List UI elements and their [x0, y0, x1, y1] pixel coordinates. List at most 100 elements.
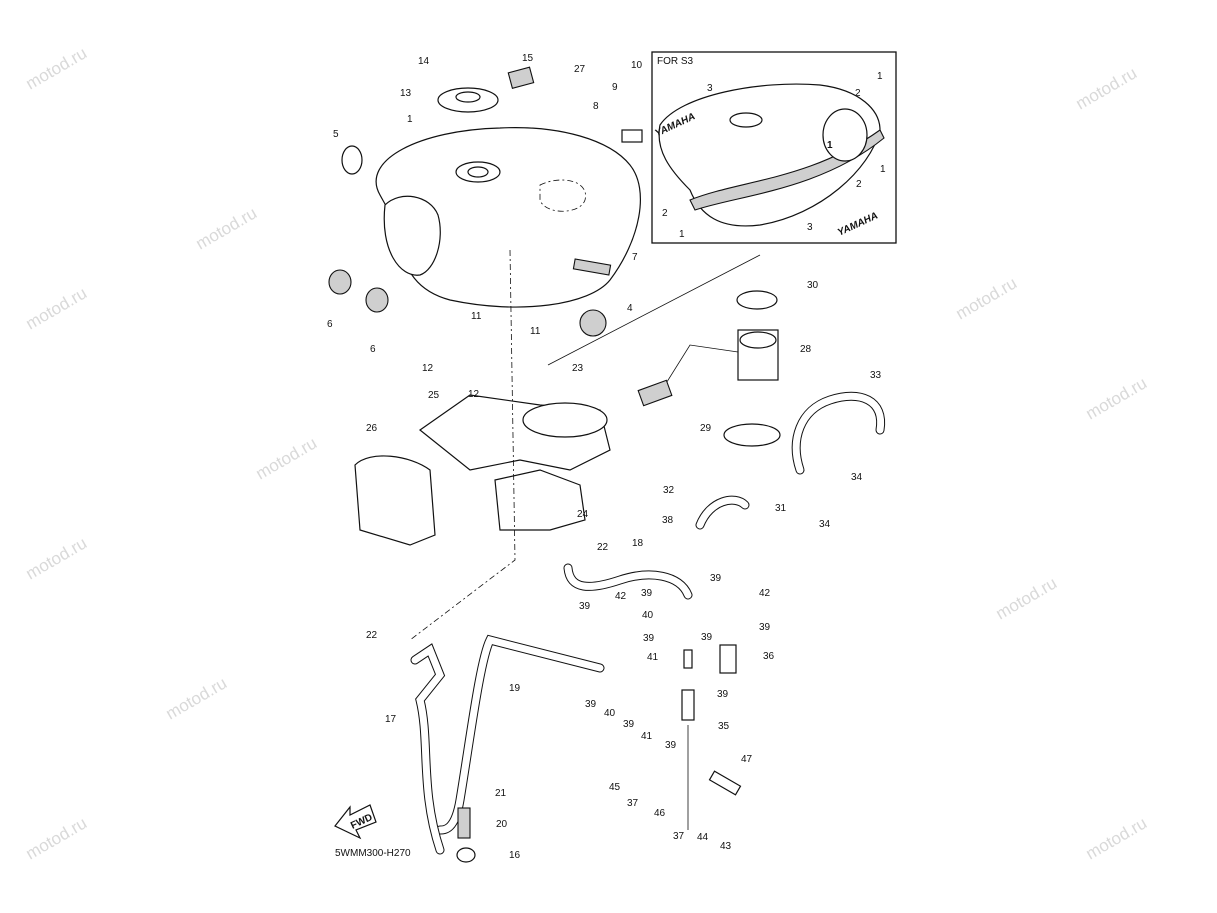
filter-20: [457, 807, 471, 839]
callout-33: 33: [870, 370, 882, 381]
callout-29: 29: [700, 423, 712, 434]
callout-39: 39: [665, 740, 677, 751]
callout-39: 39: [641, 588, 653, 599]
damper: [328, 269, 352, 295]
callout-7: 7: [632, 252, 638, 263]
callout-10: 10: [631, 60, 643, 71]
cap-plug: [341, 145, 363, 175]
drain-cover: [579, 309, 607, 337]
callout-23: 23: [572, 363, 584, 374]
hose-33: [791, 391, 886, 475]
callout-38: 38: [662, 515, 674, 526]
clamp-16: [456, 847, 476, 863]
callout-17: 17: [385, 714, 397, 725]
bolt-47: [708, 770, 742, 796]
callout-34: 34: [851, 472, 863, 483]
tank-gasket: [522, 402, 608, 438]
number-decal: 1: [827, 140, 833, 151]
inset-callout-3: 3: [807, 222, 813, 233]
callout-4: 4: [627, 303, 633, 314]
inset-callout-1: 1: [679, 229, 685, 240]
inset-callout-2: 2: [855, 88, 861, 99]
callout-39: 39: [710, 573, 722, 584]
callout-39: 39: [759, 622, 771, 633]
callout-47: 47: [741, 754, 753, 765]
bracket: [572, 258, 612, 276]
callout-25: 25: [428, 390, 440, 401]
callout-21: 21: [495, 788, 507, 799]
washer: [621, 129, 643, 143]
fuel-cap: [437, 87, 499, 113]
inset-frame: [651, 51, 897, 244]
callout-22: 22: [597, 542, 609, 553]
label-plate: [507, 66, 535, 89]
inset-callout-2: 2: [856, 179, 862, 190]
callout-11: 11: [530, 326, 541, 337]
callout-18: 18: [632, 538, 644, 549]
callout-39: 39: [643, 633, 655, 644]
callout-16: 16: [509, 850, 521, 861]
inset-title: FOR S3: [657, 56, 694, 67]
fuel-tank: [375, 127, 641, 308]
callout-26: 26: [366, 423, 378, 434]
callout-41: 41: [647, 652, 659, 663]
decal-yamaha-right: YAMAHA: [836, 210, 880, 238]
callout-15: 15: [522, 53, 534, 64]
callout-6: 6: [327, 319, 333, 330]
inset-callout-2: 2: [662, 208, 668, 219]
callout-12: 12: [468, 389, 480, 400]
callout-19: 19: [509, 683, 521, 694]
callout-39: 39: [585, 699, 597, 710]
callout-37: 37: [627, 798, 639, 809]
fuel-pump: [637, 290, 781, 447]
dash-line: [409, 249, 516, 641]
callout-31: 31: [775, 503, 787, 514]
heat-shield-lower: [494, 469, 586, 531]
callout-39: 39: [701, 632, 713, 643]
callout-9: 9: [612, 82, 618, 93]
pipe-41: [683, 649, 693, 669]
callout-6: 6: [370, 344, 376, 355]
callout-11: 11: [471, 311, 482, 322]
callout-24: 24: [577, 509, 589, 520]
callout-30: 30: [807, 280, 819, 291]
callout-36: 36: [763, 651, 775, 662]
hose-19: [435, 634, 605, 835]
damper: [365, 287, 389, 313]
callout-43: 43: [720, 841, 732, 852]
fwd-arrow-icon: [334, 804, 377, 840]
callout-35: 35: [718, 721, 730, 732]
callout-8: 8: [593, 101, 599, 112]
callout-46: 46: [654, 808, 666, 819]
inset-callout-3: 3: [707, 83, 713, 94]
joint-35: [681, 689, 695, 721]
inset-tank: [658, 83, 885, 227]
callout-34: 34: [819, 519, 831, 530]
fuel-filter-36: [719, 644, 737, 674]
callout-12: 12: [422, 363, 434, 374]
inset-callout-1: 1: [877, 71, 883, 82]
callout-27: 27: [574, 64, 586, 75]
callout-28: 28: [800, 344, 812, 355]
callout-41: 41: [641, 731, 653, 742]
callout-39: 39: [623, 719, 635, 730]
callout-32: 32: [663, 485, 675, 496]
callout-45: 45: [609, 782, 621, 793]
callout-1: 1: [407, 114, 413, 125]
callout-42: 42: [759, 588, 771, 599]
callout-37: 37: [673, 831, 685, 842]
callout-20: 20: [496, 819, 508, 830]
callout-39: 39: [579, 601, 591, 612]
inset-callout-1: 1: [880, 164, 886, 175]
callout-13: 13: [400, 88, 412, 99]
heat-shield-side: [354, 455, 436, 546]
callout-39: 39: [717, 689, 729, 700]
callout-14: 14: [418, 56, 430, 67]
callout-42: 42: [615, 591, 627, 602]
callout-22: 22: [366, 630, 378, 641]
